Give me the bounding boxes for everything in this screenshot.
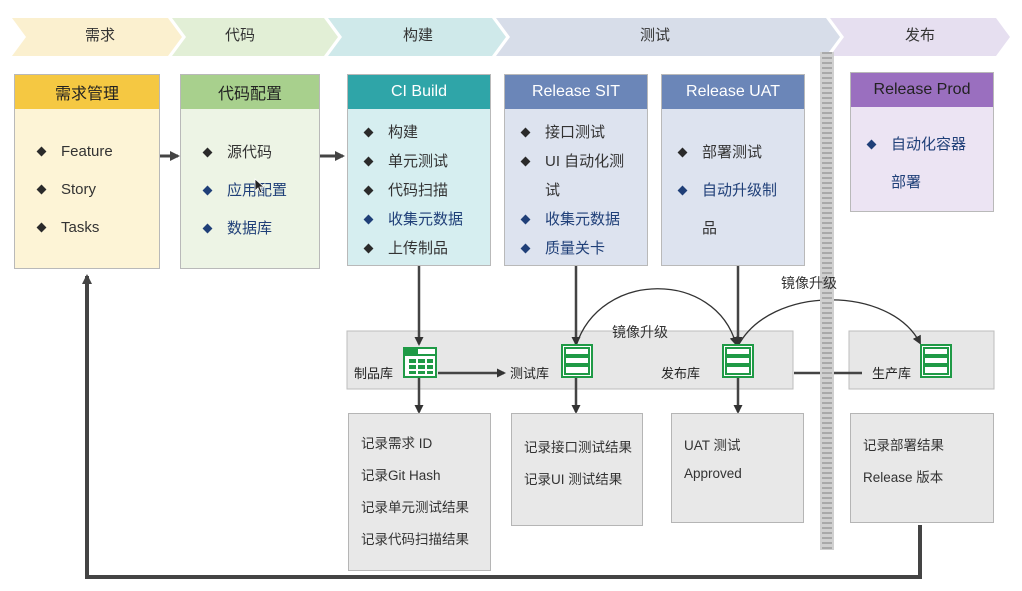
repo-label-prod: 生产库 [872, 366, 912, 381]
stage-label-test: 测试 [639, 27, 670, 44]
list-item: 数据库 [201, 219, 287, 239]
note-line: Approved [684, 466, 742, 481]
list-item: 自动升级制 [676, 181, 777, 201]
artifact-repo-icon [403, 347, 437, 378]
list-item: 自动化容器 [865, 135, 966, 155]
box-ci-build: CI Build 构建 单元测试 代码扫描 收集元数据 上传制品 [347, 74, 491, 266]
list-item: 代码扫描 [362, 181, 463, 201]
list-item: Story [35, 180, 113, 200]
list-item: 上传制品 [362, 239, 463, 259]
box-requirements: 需求管理 Feature Story Tasks [14, 74, 160, 269]
stage-chevron-release [830, 18, 1010, 56]
box-release-prod: Release Prod 自动化容器 部署 [850, 72, 994, 212]
list-item: 收集元数据 [362, 210, 463, 230]
upgrade-curve-test-to-release [575, 288, 739, 347]
repo-label-test: 测试库 [510, 366, 550, 381]
box-release-uat-title: Release UAT [662, 75, 804, 109]
list-item: 接口测试 [519, 123, 624, 143]
box-requirements-title: 需求管理 [15, 75, 159, 109]
list-item: 应用配置 [201, 181, 287, 201]
box-release-sit-title: Release SIT [505, 75, 647, 109]
stage-label-req: 需求 [84, 27, 115, 44]
feedback-loop-arrow [82, 274, 922, 579]
prod-repo-icon [920, 344, 952, 378]
list-item: 试 [545, 182, 561, 199]
stage-chevron-code [172, 18, 338, 56]
note-line: 记录单元测试结果 [361, 500, 469, 515]
stage-chevron-test [496, 18, 840, 56]
note-line: UAT 测试 [684, 438, 741, 453]
box-release-sit: Release SIT 接口测试 UI 自动化测 试 收集元数据 质量关卡 [504, 74, 648, 266]
list-item: Tasks [35, 218, 113, 238]
test-repo-icon [561, 344, 593, 378]
note-prod: 记录部署结果 Release 版本 [850, 413, 994, 523]
list-item: 源代码 [201, 143, 287, 163]
stage-label-release: 发布 [904, 27, 935, 44]
list-item: 收集元数据 [519, 210, 624, 230]
list-item: 单元测试 [362, 152, 463, 172]
stage-chevron-build [328, 18, 506, 56]
box-release-uat: Release UAT 部署测试 自动升级制 品 [661, 74, 805, 266]
note-line: 记录需求 ID [361, 436, 433, 451]
mouse-cursor-icon [254, 178, 266, 194]
note-line: 记录UI 测试结果 [524, 472, 623, 487]
upgrade-label-release-prod: 镜像升级 [781, 275, 837, 291]
stage-label-code: 代码 [224, 27, 255, 44]
environment-barrier [820, 52, 834, 550]
box-code-config: 代码配置 源代码 应用配置 数据库 [180, 74, 320, 269]
repo-label-release: 发布库 [661, 366, 701, 381]
list-item: 部署测试 [676, 143, 777, 163]
release-repo-icon [722, 344, 754, 378]
note-line: 记录接口测试结果 [524, 440, 632, 455]
list-item: 品 [702, 220, 718, 237]
stage-label-build: 构建 [402, 27, 433, 44]
note-line: Release 版本 [863, 470, 944, 485]
list-item: Feature [35, 142, 113, 162]
note-line: 记录Git Hash [361, 468, 441, 483]
note-artifact: 记录需求 ID 记录Git Hash 记录单元测试结果 记录代码扫描结果 [348, 413, 491, 571]
note-line: 记录部署结果 [863, 438, 944, 453]
repo-label-artifact: 制品库 [354, 366, 394, 381]
upgrade-label-test-release: 镜像升级 [612, 324, 668, 340]
list-item: UI 自动化测 [519, 152, 624, 172]
box-code-config-title: 代码配置 [181, 75, 319, 109]
list-item: 构建 [362, 123, 463, 143]
note-release: UAT 测试 Approved [671, 413, 804, 523]
note-test: 记录接口测试结果 记录UI 测试结果 [511, 413, 643, 526]
list-item: 部署 [891, 174, 922, 191]
box-release-prod-title: Release Prod [851, 73, 993, 107]
note-line: 记录代码扫描结果 [361, 532, 469, 547]
stage-chevron-req [12, 18, 182, 56]
list-item: 质量关卡 [519, 239, 624, 259]
box-ci-build-title: CI Build [348, 75, 490, 109]
